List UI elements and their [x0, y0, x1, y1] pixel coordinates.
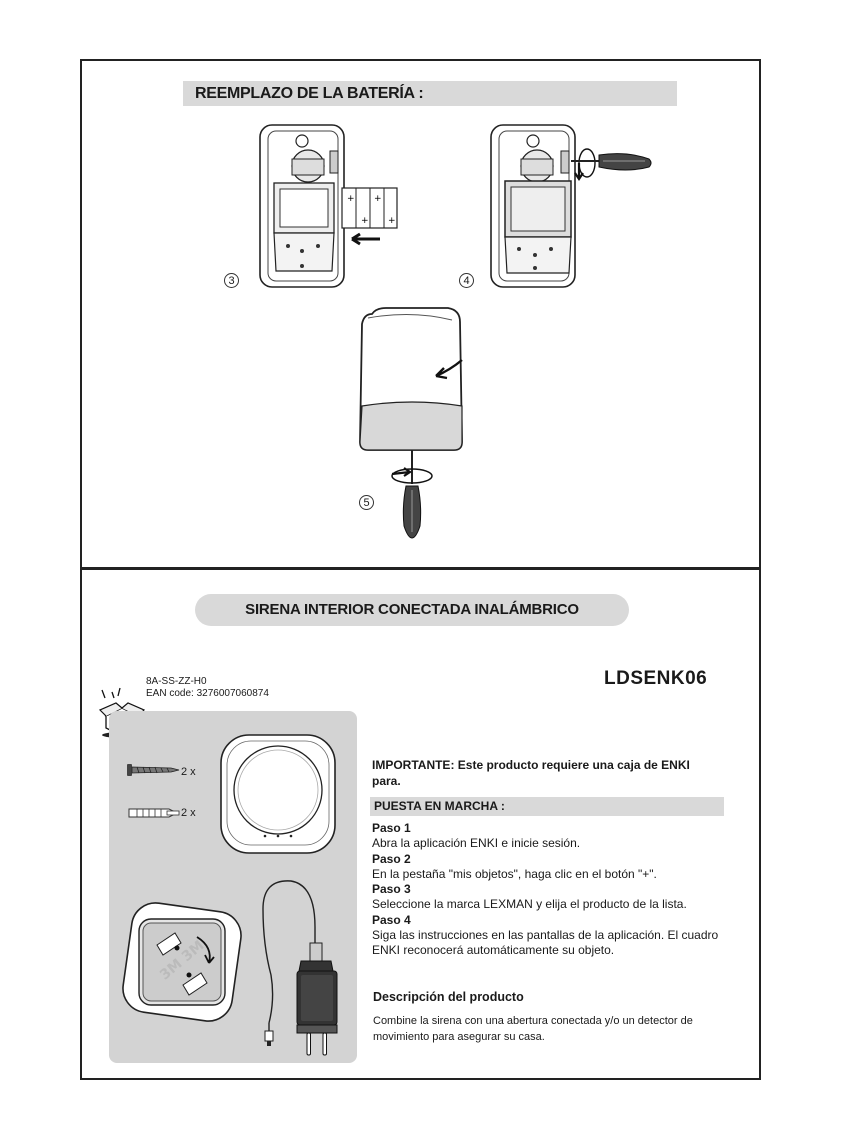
battery-section-title: REEMPLAZO DE LA BATERÍA : [183, 81, 677, 106]
step-number-3: 3 [224, 273, 239, 288]
anchors-quantity: 2 x [181, 807, 196, 819]
svg-text:+: + [347, 194, 355, 204]
illustration-step-4 [490, 124, 652, 288]
important-notice: IMPORTANTE: Este producto requiere una c… [372, 758, 690, 788]
description-title: Descripción del producto [373, 990, 524, 1004]
step-number-4: 4 [459, 273, 474, 288]
step-3-text: Seleccione la marca LEXMAN y elija el pr… [372, 897, 687, 912]
model-number: LDSENK06 [604, 668, 708, 689]
step-4-title: Paso 4 [372, 912, 411, 927]
screws-quantity: 2 x [181, 766, 196, 778]
setup-heading: PUESTA EN MARCHA : [370, 797, 724, 816]
adhesive-mount-illustration: 3M 3M [122, 902, 242, 1022]
battery-replacement-panel: REEMPLAZO DE LA BATERÍA : + + + + 3 [80, 59, 761, 569]
step-1-title: Paso 1 [372, 821, 411, 835]
illustration-step-3: + + + + [259, 124, 398, 288]
package-contents-box: 2 x 2 x 3M 3M [109, 711, 357, 1063]
setup-steps-list: Paso 1 Abra la aplicación ENKI e inicie … [372, 821, 732, 959]
siren-device-illustration [220, 734, 336, 854]
step-2-text: En la pestaña "mis objetos", haga clic e… [372, 866, 657, 881]
step-1-text: Abra la aplicación ENKI e inicie sesión. [372, 836, 581, 851]
step-2-title: Paso 2 [372, 851, 411, 866]
product-section-title: SIRENA INTERIOR CONECTADA INALÁMBRICO [195, 594, 629, 626]
step-4-text: Siga las instrucciones en las pantallas … [372, 928, 719, 958]
screw-icon [127, 764, 180, 776]
power-adapter-illustration [262, 880, 338, 1056]
svg-text:+: + [361, 216, 369, 226]
step-3-title: Paso 3 [372, 882, 411, 897]
step-number-5: 5 [359, 495, 374, 510]
svg-text:+: + [374, 194, 382, 204]
illustration-step-5 [359, 307, 463, 539]
reference-code: 8A-SS-ZZ-H0 [146, 676, 207, 687]
ean-code: EAN code: 3276007060874 [146, 688, 269, 699]
wall-anchor-icon [128, 808, 180, 818]
description-text: Combine la sirena con una abertura conec… [373, 1015, 693, 1043]
product-info-panel: SIRENA INTERIOR CONECTADA INALÁMBRICO 8A… [80, 568, 761, 1080]
svg-text:+: + [388, 216, 396, 226]
